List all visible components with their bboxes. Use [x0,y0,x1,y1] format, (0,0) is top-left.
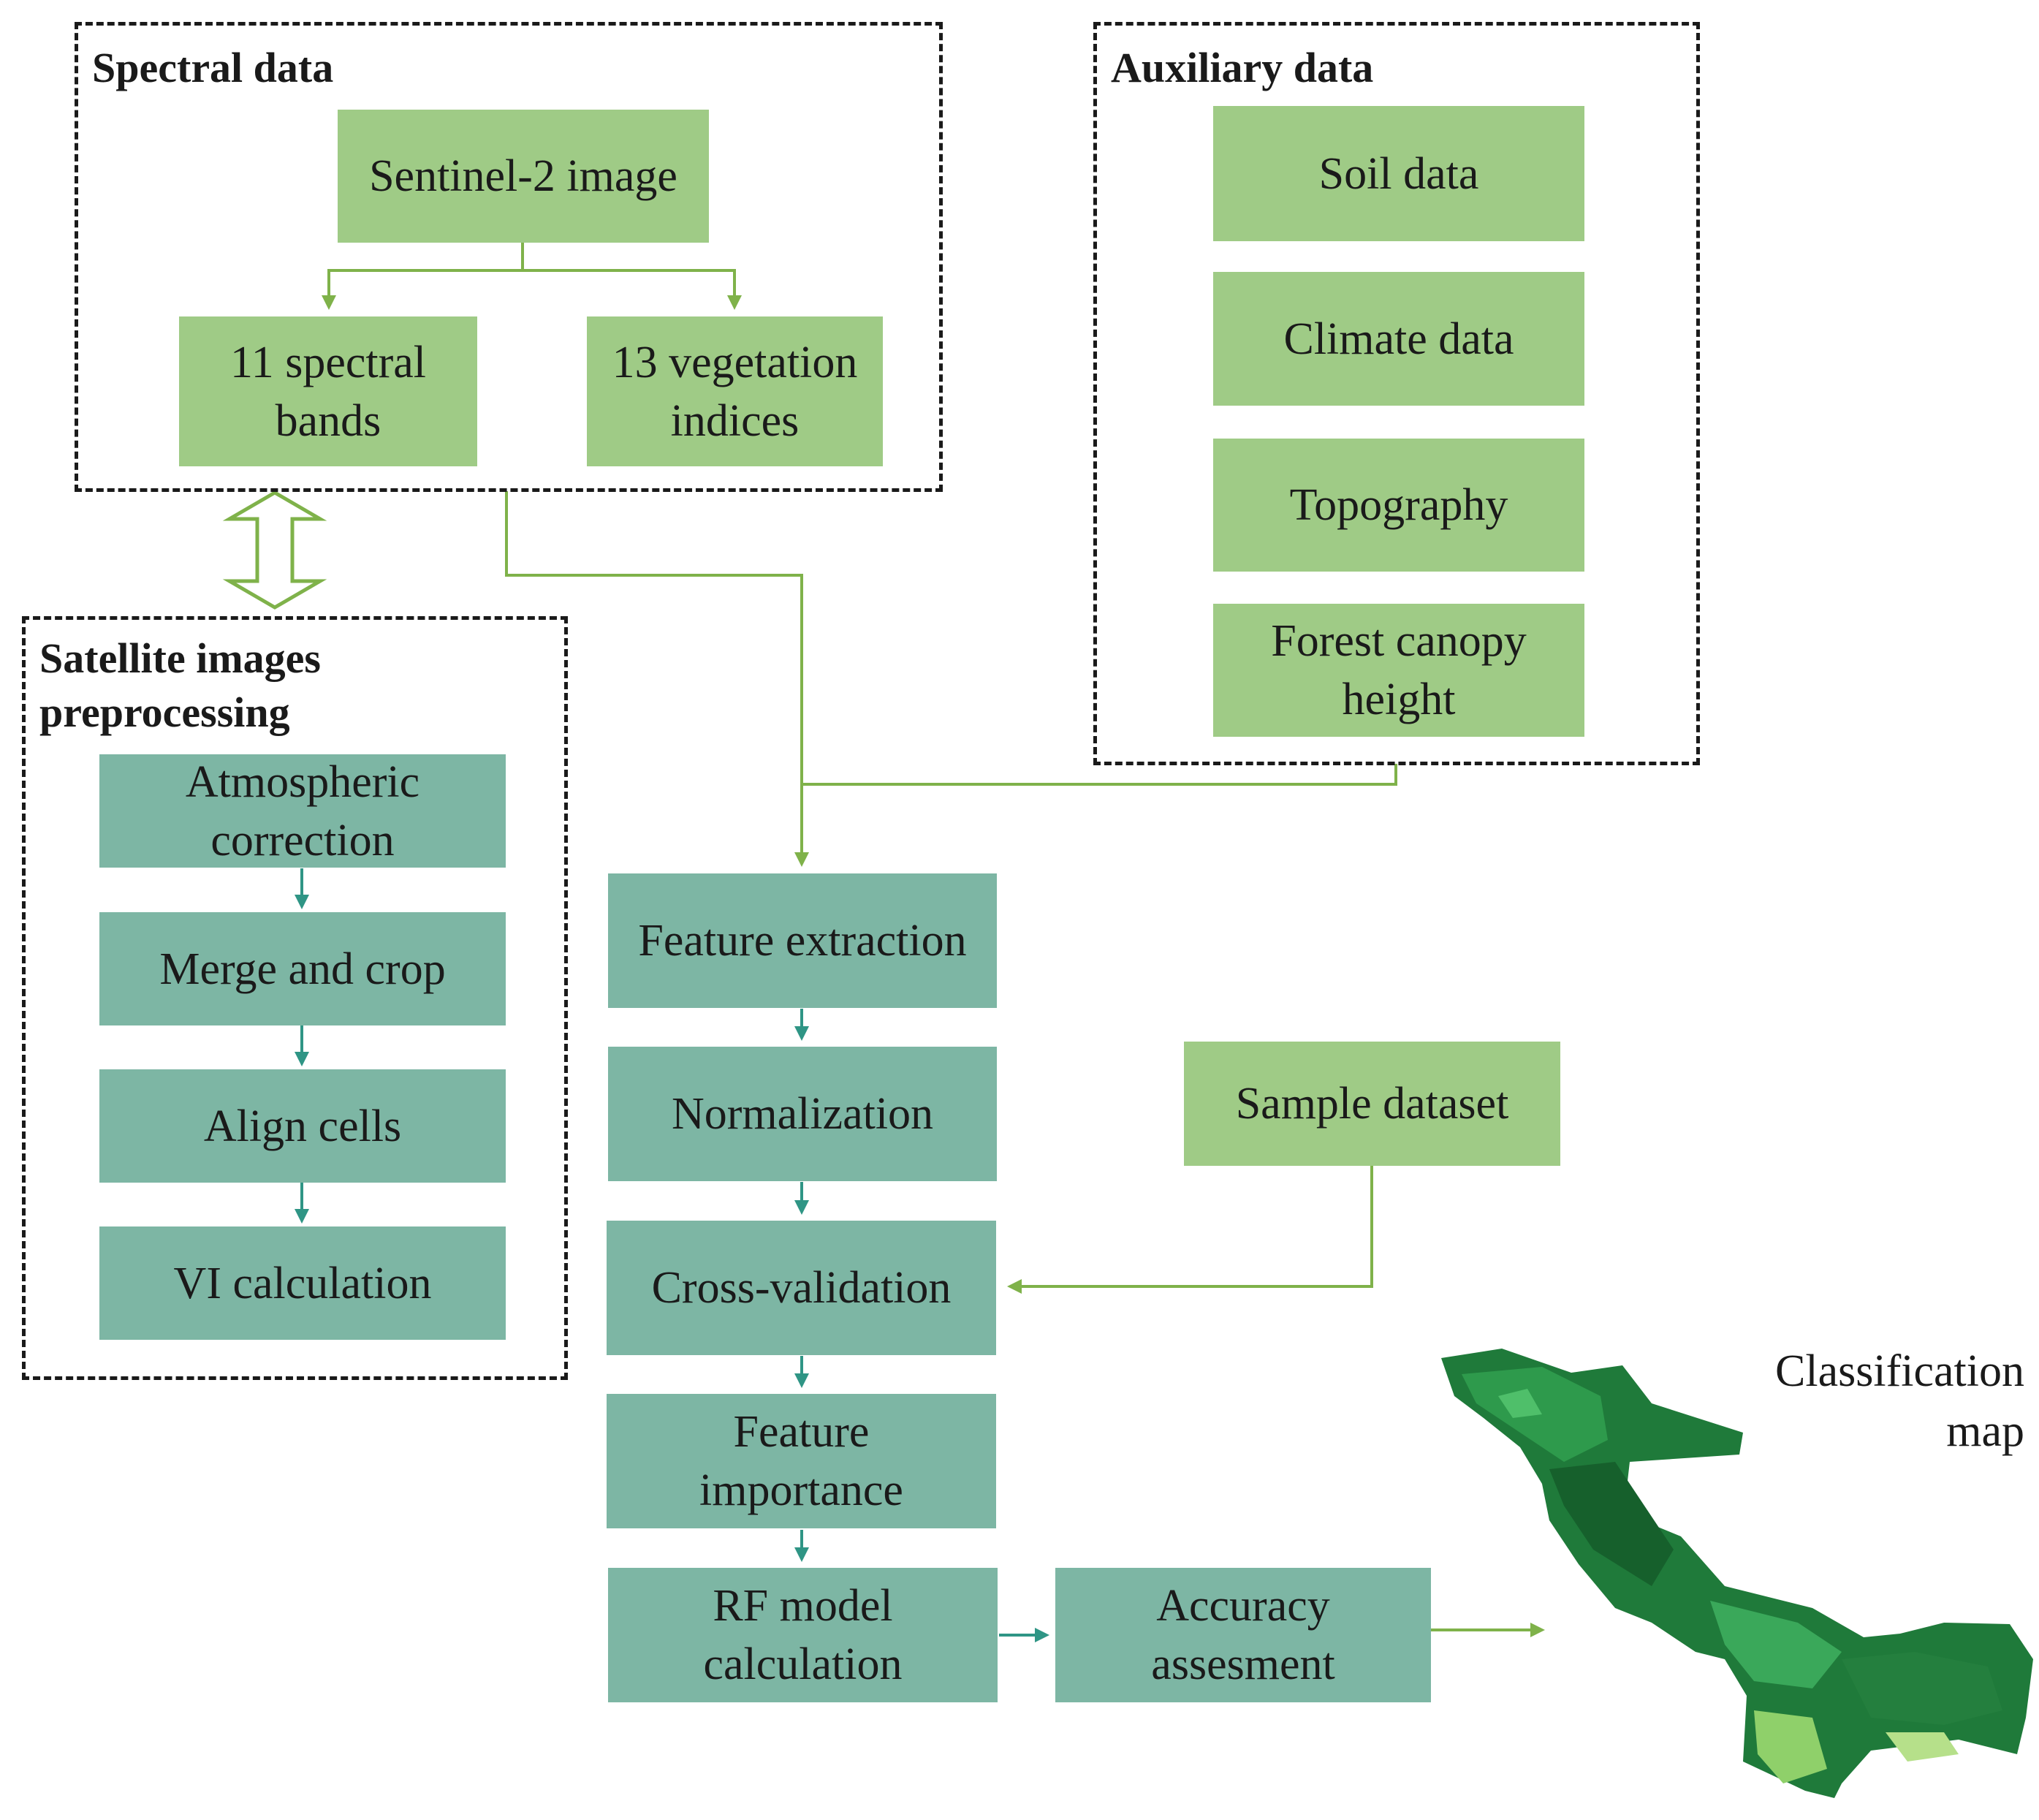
sentinel-image-box: Sentinel-2 image [338,110,709,243]
topography-box: Topography [1213,439,1584,572]
sample-to-cv-arrow [1007,1166,1373,1294]
spectral-bands-box: 11 spectral bands [179,316,477,466]
feature-extraction-box: Feature extraction [608,873,997,1008]
spectral-data-group [75,22,943,492]
spectral-to-feature-arrow [505,491,809,867]
auxiliary-data-title: Auxiliary data [1111,44,1374,91]
sentinel-branch-arrow [322,241,524,310]
normalization-box: Normalization [608,1047,997,1181]
spectral-data-title: Spectral data [92,44,334,91]
classification-map-image [1441,1349,2033,1798]
align-cells-box: Align cells [99,1069,506,1183]
forest-canopy-box: Forest canopy height [1213,604,1584,737]
sample-dataset-box: Sample dataset [1184,1042,1560,1166]
auxiliary-data-group [1093,22,1700,765]
sentinel-branch-arrow [523,269,742,310]
classification-map-caption: Classification map [1775,1346,2024,1456]
auxiliary-to-feature-line [802,764,1397,786]
feature-importance-box: Feature importance [607,1394,996,1528]
preprocessing-group [22,616,568,1380]
cross-validation-box: Cross-validation [607,1221,996,1355]
soil-data-box: Soil data [1213,106,1584,241]
rf-model-box: RF model calculation [608,1568,998,1702]
vegetation-indices-box: 13 vegetation indices [587,316,883,466]
climate-data-box: Climate data [1213,272,1584,406]
vi-calculation-box: VI calculation [99,1226,506,1340]
preprocessing-title: Satellite images preprocessing [39,634,321,736]
atmospheric-correction-box: Atmospheric correction [99,754,506,868]
merge-crop-box: Merge and crop [99,912,506,1025]
accuracy-assessment-box: Accuracy assesment [1055,1568,1431,1702]
bidirectional-arrow [222,490,327,610]
